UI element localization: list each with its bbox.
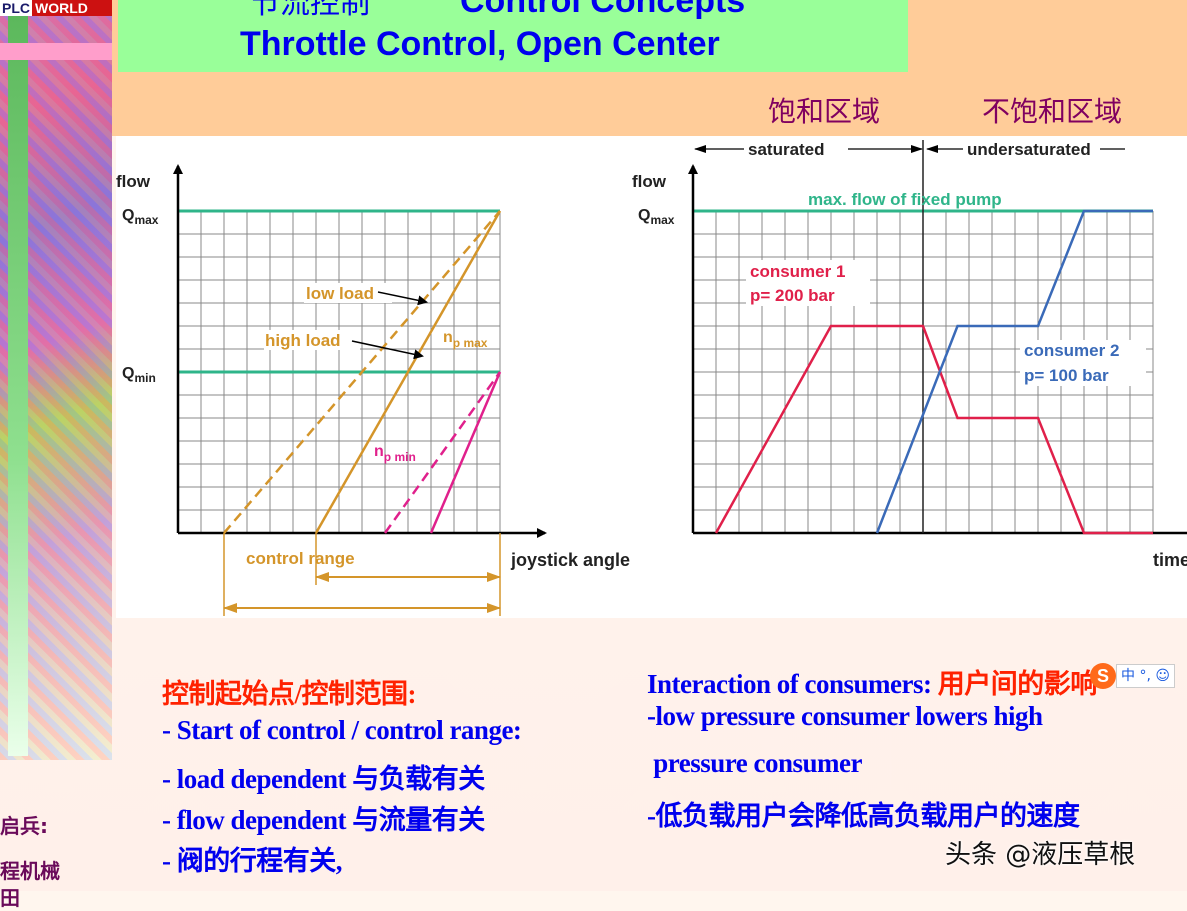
region-label-saturated: 饱和区域	[768, 95, 881, 128]
notes-left-item: - load dependent 与负载有关	[162, 764, 485, 794]
heading-chinese: 用户间的影响	[937, 669, 1098, 699]
region-label-undersaturated: 不饱和区域	[982, 95, 1123, 128]
title-box	[118, 0, 908, 72]
chart-right	[688, 140, 1187, 535]
series-line-orange-solid	[314, 210, 502, 534]
notes-right-item: -low pressure consumer lowers high	[647, 701, 1043, 731]
charts-svg	[173, 140, 1187, 616]
notes-left-item: - 阀的行程有关,	[162, 846, 343, 876]
title-chinese: 节流控制	[250, 0, 370, 21]
notes-right-item: -低负载用户会降低高负载用户的速度	[647, 801, 1080, 831]
side-pink-band	[0, 43, 112, 60]
ime-status[interactable]: 中 °, ☺	[1116, 664, 1175, 688]
watermark: 头条 @液压草根	[945, 840, 1136, 870]
logo-text-plc: PLC	[0, 0, 32, 16]
side-text: 启兵:	[0, 814, 48, 838]
series-line-consumer-1	[714, 324, 1153, 535]
series-line-magenta-dashed	[383, 371, 502, 534]
series-line-consumer-2	[875, 209, 1153, 534]
notes-right-item: pressure consumer	[647, 748, 862, 778]
notes-right-heading: Interaction of consumers: 用户间的影响	[647, 662, 1097, 701]
notes-left-item: - Start of control / control range:	[162, 715, 522, 745]
chart-left	[173, 164, 547, 616]
heading-english: Interaction of consumers:	[647, 669, 932, 699]
diagram-area	[116, 136, 1187, 618]
notes-left-item: - flow dependent 与流量有关	[162, 805, 485, 835]
series-line-orange-dashed	[223, 210, 501, 534]
ime-logo-icon[interactable]: S	[1090, 663, 1116, 689]
logo-text-world: WORLD	[32, 0, 112, 16]
side-text: 田	[0, 886, 20, 910]
series-line-magenta-solid	[429, 371, 502, 534]
notes-left-heading: 控制起始点/控制范围:	[162, 679, 417, 709]
plc-world-logo: PLC WORLD	[0, 0, 112, 16]
ime-toolbar[interactable]: S 中 °, ☺	[1090, 662, 1175, 690]
title-english: Control Concepts	[460, 0, 746, 20]
slide-subtitle: Throttle Control, Open Center	[240, 25, 720, 63]
side-green-bar	[8, 16, 28, 756]
side-text: 程机械	[0, 859, 60, 883]
